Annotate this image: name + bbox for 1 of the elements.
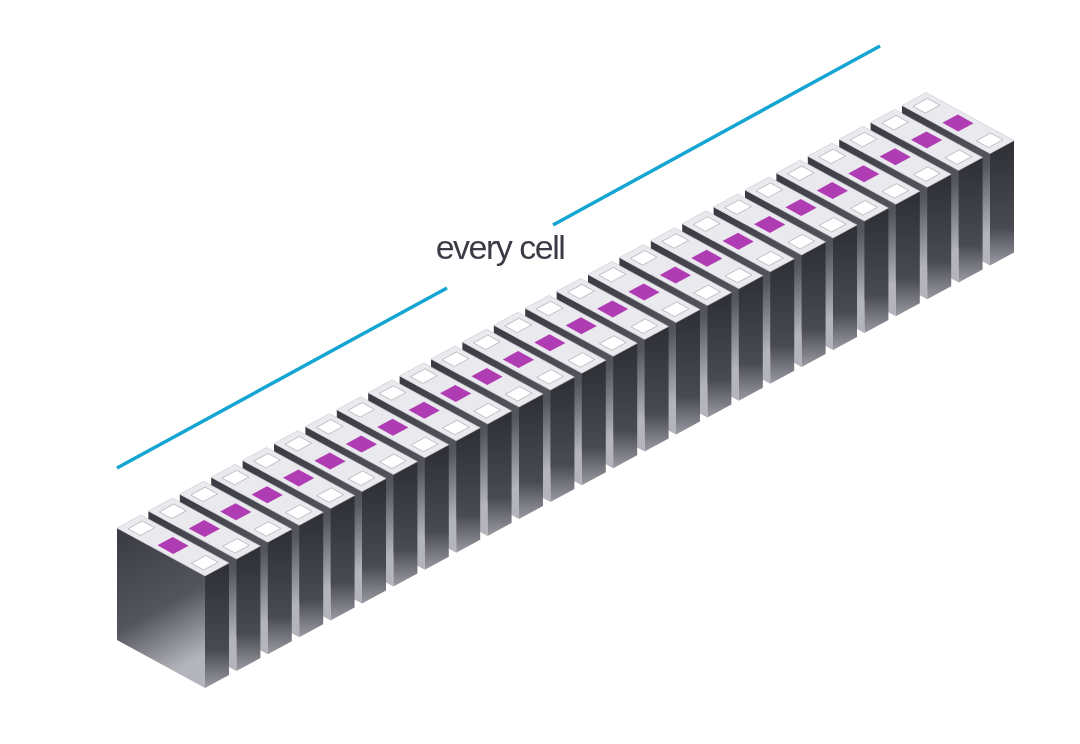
span-label: every cell <box>434 228 566 267</box>
